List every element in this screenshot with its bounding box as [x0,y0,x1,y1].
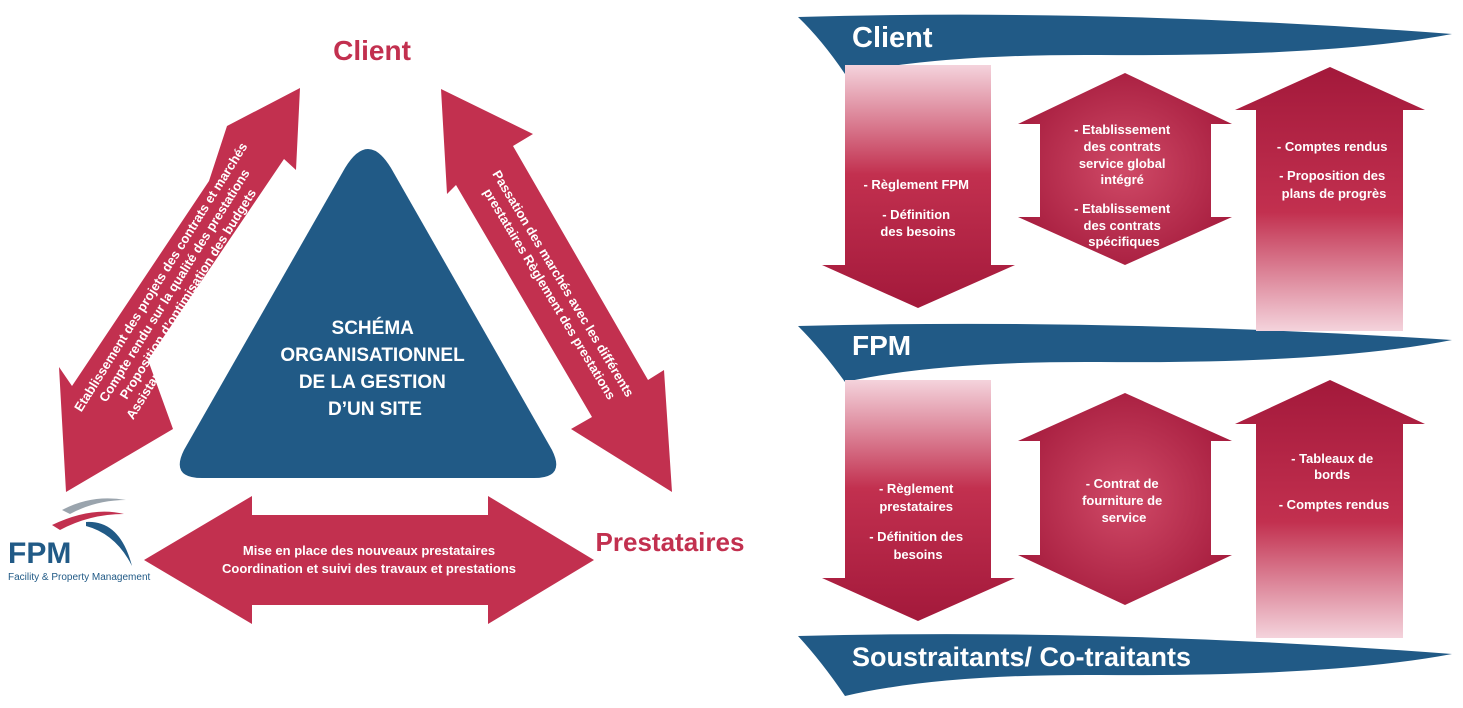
row1-up-text: - Comptes rendus - Proposition des plans… [1277,139,1391,201]
row1-hex-line-8: spécifiques [1088,234,1160,249]
row1-down-text: - Règlement FPM - Définition des besoins [863,177,972,239]
prestataires-label: Prestataires [596,527,745,557]
band-soustraitants-label: Soustraitants/ Co-traitants [852,642,1191,672]
row2-up-line-4: - Comptes rendus [1279,497,1390,512]
row1-hex-line-1: - Etablissement [1074,122,1171,137]
row1-down-line-1: - Règlement FPM [863,177,968,192]
left-double-arrow [59,88,300,492]
row2-up-line-1: - Tableaux de [1291,451,1373,466]
bottom-arrow-line-2: Coordination et suivi des travaux et pre… [222,561,516,576]
logo-tagline: Facility & Property Management [8,572,151,583]
center-title-line-2: ORGANISATIONNEL [280,345,465,366]
row2-up-arrow [1235,380,1425,638]
row2-down-line-2: prestataires [879,499,953,514]
logo-swoosh-grey [62,498,126,514]
row2-down-line-5: besoins [893,547,942,562]
row1-hexagon [1018,73,1232,265]
row1-hex-line-4: intégré [1101,172,1144,187]
row2-down-line-1: - Règlement [879,481,954,496]
row1-hex-line-6: - Etablissement [1074,201,1171,216]
row2-down-text: - Règlement prestataires - Définition de… [869,481,967,562]
center-title-line-3: DE LA GESTION [299,372,446,393]
logo-swoosh-red [52,511,124,530]
logo-name: FPM [8,537,71,570]
row2-hex-line-3: service [1102,510,1147,525]
row1-up-line-1: - Comptes rendus [1277,139,1388,154]
center-title-line-1: SCHÉMA [332,317,415,339]
band-client-label: Client [852,22,933,54]
center-title: SCHÉMA ORGANISATIONNEL DE LA GESTION D’U… [280,317,469,420]
band-client [798,14,1452,74]
row1-up-arrow [1235,67,1425,331]
row2-hex-text: - Contrat de fourniture de service [1082,476,1166,525]
right-diagram: Client FPM Soustraitants/ Co-traitants -… [798,14,1452,696]
center-title-line-4: D’UN SITE [328,399,422,420]
row2-hex-line-2: fourniture de [1082,493,1162,508]
row1-hex-line-3: service global [1079,156,1166,171]
right-double-arrow [441,89,672,492]
client-label: Client [333,35,411,66]
left-diagram: Client Prestataires Etablissement des pr… [59,35,744,624]
center-triangle [179,149,557,478]
logo-swoosh-blue [86,521,132,566]
row2-down-arrow [822,380,1015,621]
row2-hex-line-1: - Contrat de [1086,476,1159,491]
row2-up-text: - Tableaux de bords - Comptes rendus [1279,451,1390,512]
row1-hex-line-2: des contrats [1084,139,1161,154]
left-arrow-line-2: Compte rendu sur la qualité des prestati… [96,166,253,404]
row1-up-line-3: - Proposition des [1279,168,1385,183]
fpm-logo: FPM Facility & Property Management [8,498,151,583]
bottom-arrow-line-1: Mise en place des nouveaux prestataires [243,543,495,558]
row2-up-line-2: bords [1314,467,1350,482]
band-fpm [798,323,1452,382]
row1-down-line-4: des besoins [880,224,955,239]
row1-hex-line-7: des contrats [1084,218,1161,233]
row1-up-line-4: plans de progrès [1282,186,1387,201]
row2-hexagon [1018,393,1232,605]
bottom-double-arrow [144,496,594,624]
row1-hex-text: - Etablissement des contrats service glo… [1074,122,1174,249]
row1-down-line-3: - Définition [882,207,950,222]
band-soustraitants [798,634,1452,696]
band-fpm-label: FPM [852,330,911,361]
row2-down-line-4: - Définition des [869,529,963,544]
row1-down-arrow [822,65,1015,308]
